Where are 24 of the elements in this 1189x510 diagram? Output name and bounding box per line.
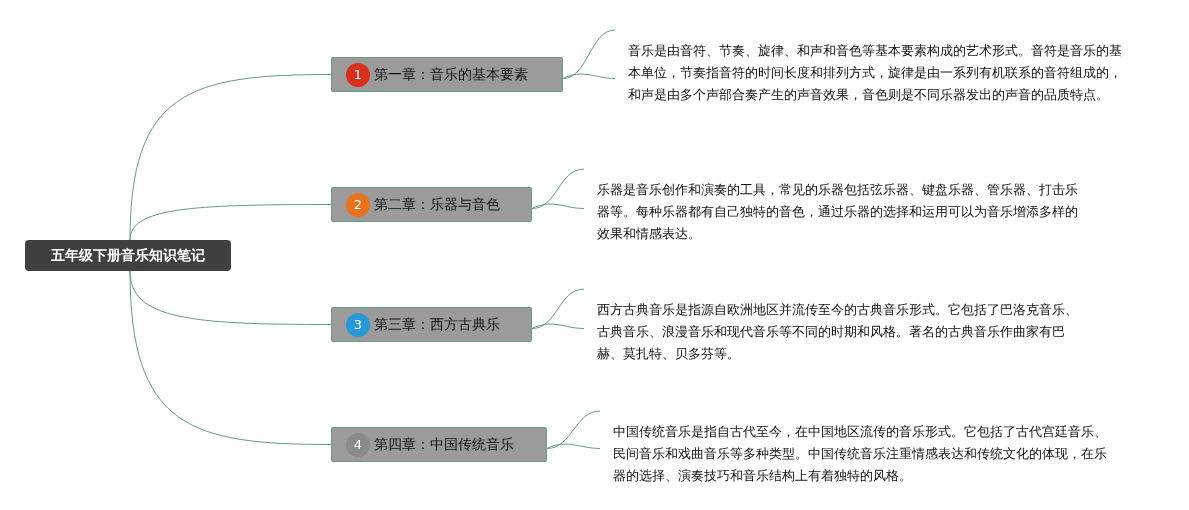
note-text: 乐器是音乐创作和演奏的工具，常见的乐器包括弦乐器、键盘乐器、管乐器、打击乐器等。每种乐器都有自己独特的音色，通过乐器的选择和运用可以为音乐增添多样的效果和情感表达。 xyxy=(597,179,1083,245)
connector-line xyxy=(129,270,332,445)
number-badge: 1 xyxy=(346,62,370,87)
topic-label: 第二章：乐器与音色 xyxy=(374,195,500,214)
connector-line xyxy=(546,410,601,449)
chapter-topic-box xyxy=(331,427,547,462)
number-badge: 3 xyxy=(346,312,370,337)
note-text: 音乐是由音符、节奏、旋律、和声和音色等基本要素构成的艺术形式。音符是音乐的基本单位，节奏指音符的时间长度和排列方式，旋律是由一系列有机联系的音符组成的，和声是由多个声部合奏产生的声音效果，音色则是不同乐器发出的声音的品质特点。 xyxy=(628,40,1126,128)
chapter-topic-box xyxy=(331,57,563,92)
note-text: 中国传统音乐是指自古代至今，在中国地区流传的音乐形式。它包括了古代宫廷音乐、民间音乐和戏曲音乐等多种类型。中国传统音乐注重情感表达和传统文化的体现，在乐器的选择、演奏技巧和音乐结构上有着独特的风格。 xyxy=(613,421,1113,487)
topic-label: 第四章：中国传统音乐 xyxy=(374,435,514,454)
connector-line xyxy=(129,74,332,241)
chapter-topic-box xyxy=(331,307,532,342)
note-text: 西方古典音乐是指源自欧洲地区并流传至今的古典音乐形式。它包括了巴洛克音乐、古典音乐、浪漫音乐和现代音乐等不同的时期和风格。著名的古典音乐作曲家有巴赫、莫扎特、贝多芬等。 xyxy=(597,299,1083,365)
topic-label: 第一章：音乐的基本要素 xyxy=(374,65,528,84)
chapter-topic-box xyxy=(331,187,532,222)
connector-line xyxy=(129,204,332,241)
number-badge: 2 xyxy=(346,192,370,217)
number-badge: 4 xyxy=(346,432,370,457)
connector-line xyxy=(562,29,616,79)
topic-label: 第三章：西方古典乐 xyxy=(374,315,500,334)
connector-line xyxy=(531,288,585,329)
root-topic-box: 五年级下册音乐知识笔记 xyxy=(25,240,231,271)
connector-line xyxy=(531,168,585,209)
